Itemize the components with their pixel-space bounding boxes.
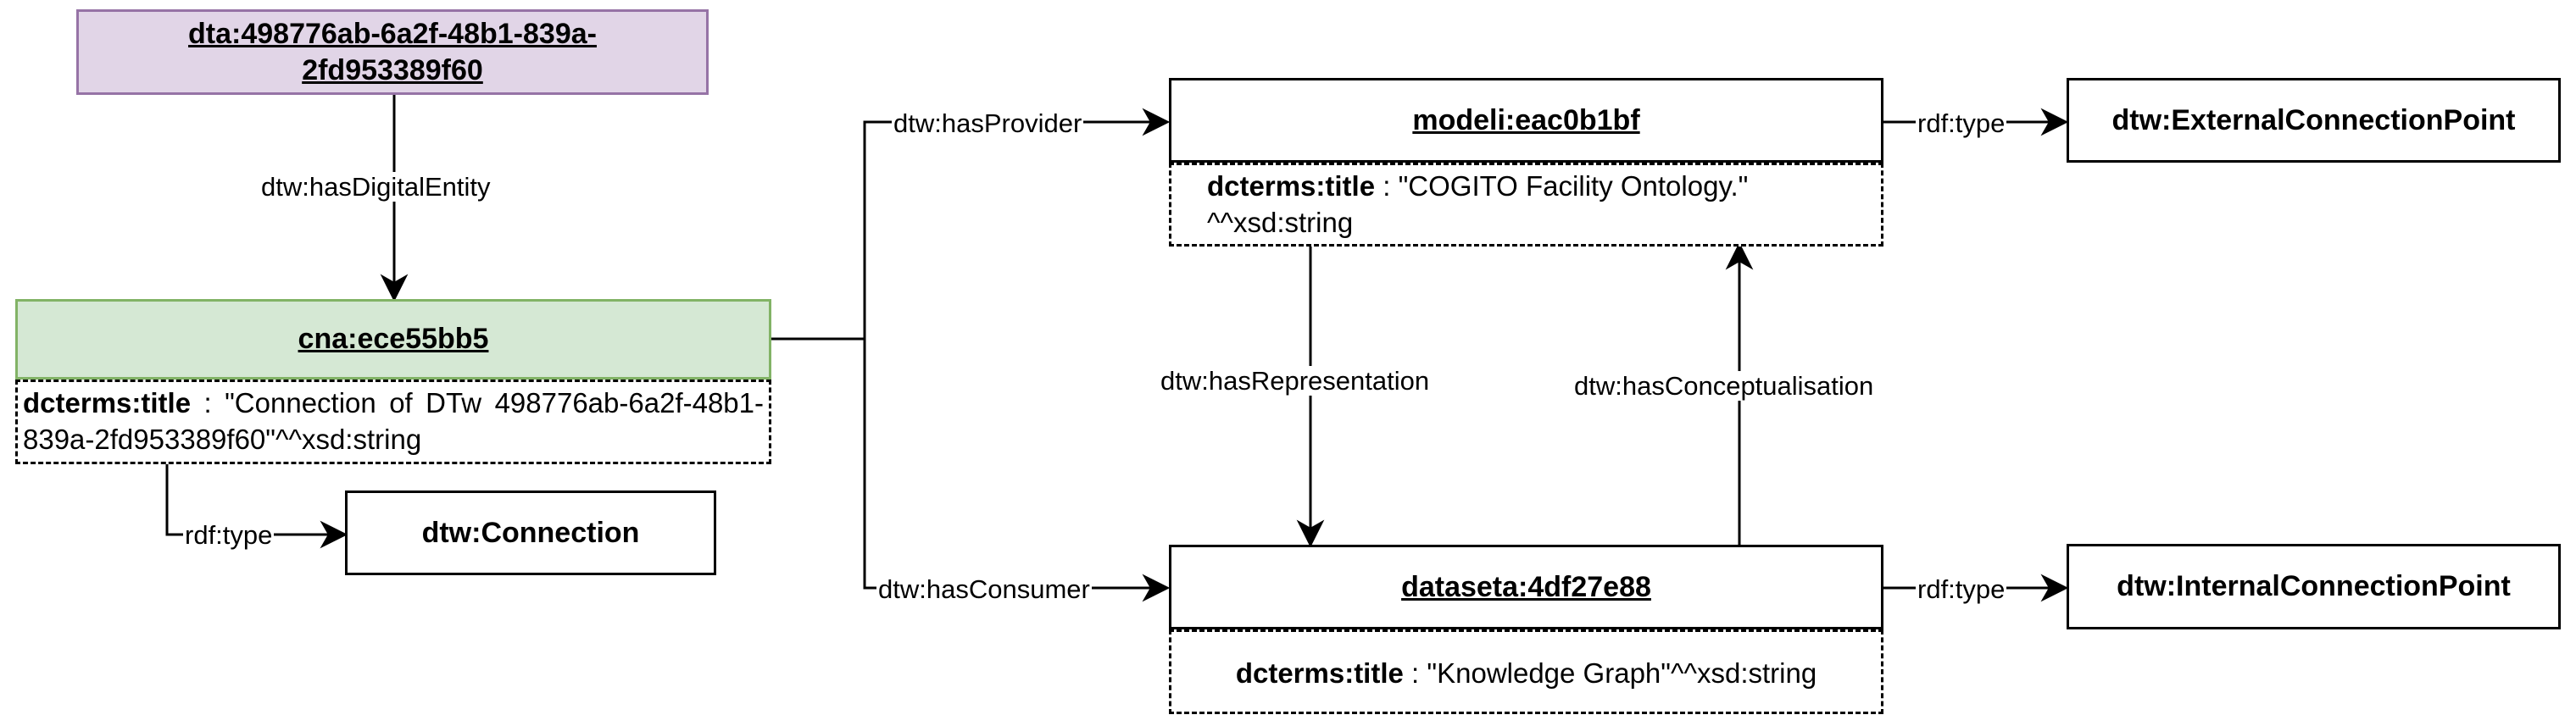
node-dataseta-label: dataseta:4df27e88 [1401,570,1651,603]
edge-label-has-consumer: dtw:hasConsumer [876,574,1092,604]
node-internal-connection-point[interactable]: dtw:InternalConnectionPoint [2067,544,2561,629]
arrowhead-cna [380,274,409,302]
node-internal-connection-point-label: dtw:InternalConnectionPoint [2117,570,2511,603]
edge-has-provider [863,120,1153,339]
arrowhead-dataseta-representation [1296,519,1325,548]
node-dtw-connection[interactable]: dtw:Connection [345,490,716,575]
node-dataseta[interactable]: dataseta:4df27e88 [1169,545,1883,629]
edge-label-has-digital-entity: dtw:hasDigitalEntity [259,172,492,202]
literal-dataseta-title: dcterms:title : "Knowledge Graph"^^xsd:s… [1169,629,1883,714]
node-external-connection-point-label: dtw:ExternalConnectionPoint [2111,103,2516,136]
arrowhead-modeli [1142,108,1171,136]
node-dtw-connection-label: dtw:Connection [421,516,640,549]
arrowhead-internal [2040,574,2069,602]
node-modeli-label: modeli:eac0b1bf [1412,103,1640,136]
literal-modeli-property: dcterms:title [1207,169,1376,202]
literal-dataseta-property: dcterms:title [1235,657,1404,689]
edge-label-rdf-type-connection: rdf:type [183,520,275,550]
node-dta[interactable]: dta:498776ab-6a2f-48b1-839a-2fd953389f60 [76,9,709,95]
node-dta-label: dta:498776ab-6a2f-48b1-839a-2fd953389f60 [188,18,597,86]
edge-rdf-type-connection [165,464,331,536]
literal-modeli-value: : "COGITO Facility Ontology." ^^xsd:stri… [1207,169,1749,238]
arrowhead-external [2040,108,2069,136]
edge-label-has-conceptualisation: dtw:hasConceptualisation [1572,371,1876,401]
arrowhead-dataseta-consumer [1142,574,1171,602]
node-modeli[interactable]: modeli:eac0b1bf [1169,78,1883,163]
literal-cna-title: dcterms:title : "Connection of DTw 49877… [15,380,771,464]
edge-label-rdf-type-internal: rdf:type [1916,574,2007,604]
edge-label-has-representation: dtw:hasRepresentation [1159,366,1432,396]
literal-modeli-title: dcterms:title : "COGITO Facility Ontolog… [1169,163,1883,247]
literal-dataseta-value: : "Knowledge Graph"^^xsd:string [1411,657,1817,689]
arrowhead-connection [320,520,348,549]
node-cna[interactable]: cna:ece55bb5 [15,299,771,380]
node-cna-label: cna:ece55bb5 [298,323,489,356]
arrowhead-modeli-conceptualisation [1725,241,1754,270]
edge-has-consumer [863,339,1153,590]
edge-label-has-provider: dtw:hasProvider [892,108,1084,138]
edge-label-rdf-type-external: rdf:type [1916,108,2007,138]
literal-cna-value: : "Connection of DTw 498776ab-6a2f-48b1-… [23,387,764,455]
literal-cna-property: dcterms:title [23,387,192,419]
node-external-connection-point[interactable]: dtw:ExternalConnectionPoint [2067,78,2561,163]
